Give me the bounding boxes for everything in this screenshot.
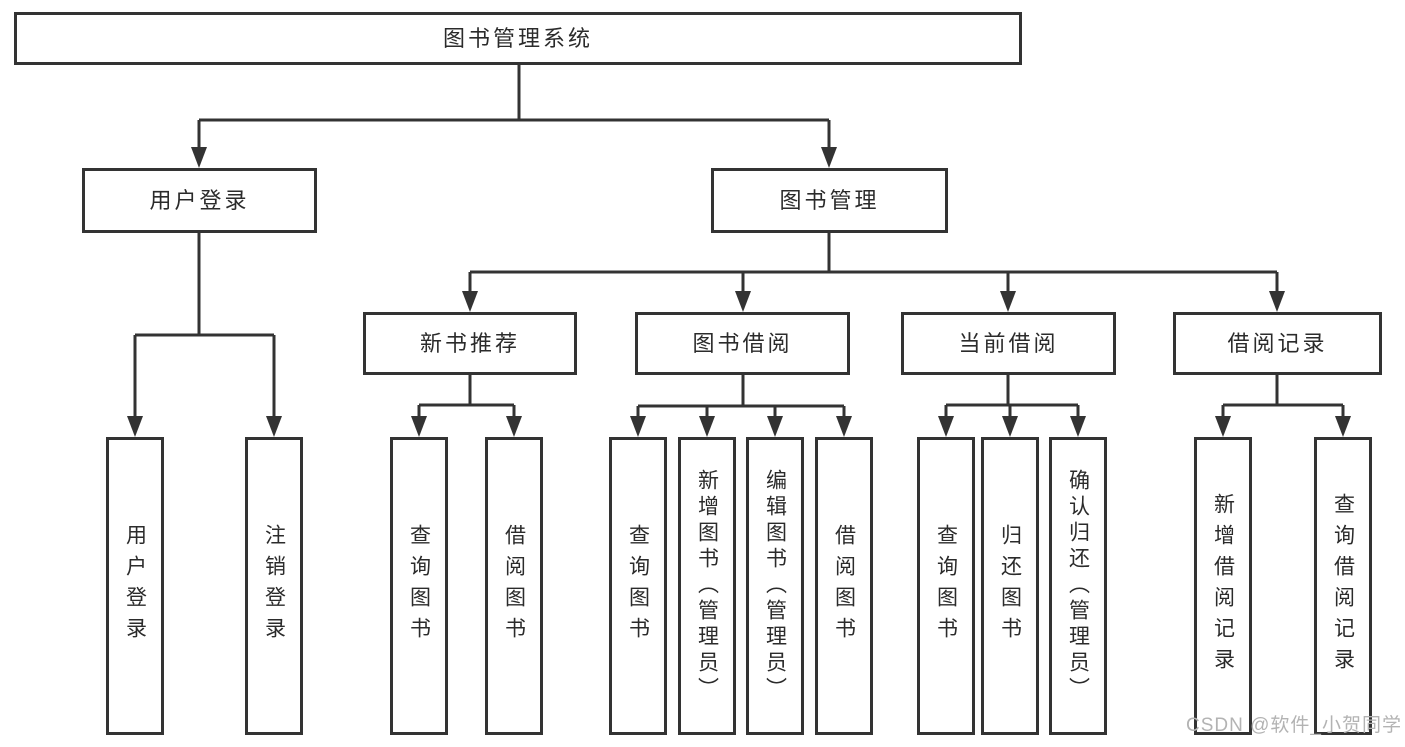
node-leaf-query-books-3: 查询图书 (917, 437, 975, 735)
node-leaf-edit-books-admin-label: 编辑图书（管理员） (763, 469, 787, 703)
node-borrowing-records-label: 借阅记录 (1227, 330, 1328, 356)
connector-user-login-children (133, 233, 276, 419)
node-current-borrowing-label: 当前借阅 (958, 330, 1059, 356)
arrowhead-icon (630, 416, 646, 437)
arrowhead-icon (836, 416, 852, 437)
node-leaf-return-books: 归还图书 (981, 437, 1039, 735)
node-leaf-borrow-books-2: 借阅图书 (815, 437, 873, 735)
arrowhead-icon (462, 291, 478, 312)
arrowhead-icon (1335, 416, 1351, 437)
node-book-borrowing-label: 图书借阅 (692, 330, 793, 356)
node-leaf-logout: 注销登录 (245, 437, 303, 735)
node-user-login: 用户登录 (82, 168, 317, 233)
node-leaf-confirm-return-admin-label: 确认归还（管理员） (1066, 469, 1090, 703)
arrowhead-icon (821, 147, 837, 168)
arrowhead-icon (767, 416, 783, 437)
node-leaf-query-books-3-label: 查询图书 (934, 524, 958, 648)
node-book-management: 图书管理 (711, 168, 948, 233)
node-current-borrowing: 当前借阅 (901, 312, 1116, 375)
arrowhead-icon (735, 291, 751, 312)
connector-borrow-record-children (1221, 375, 1345, 419)
arrowheads (127, 147, 1351, 437)
arrowhead-icon (506, 416, 522, 437)
csdn-watermark: CSDN @软件_小贺同学 (1186, 715, 1402, 736)
node-leaf-add-borrow-record-label: 新增借阅记录 (1211, 493, 1235, 679)
node-root-label: 图书管理系统 (442, 25, 593, 51)
arrowhead-icon (1215, 416, 1231, 437)
arrowhead-icon (411, 416, 427, 437)
node-leaf-query-borrow-record: 查询借阅记录 (1314, 437, 1372, 735)
node-new-book-recommend-label: 新书推荐 (419, 330, 520, 356)
node-user-login-label: 用户登录 (149, 187, 250, 213)
node-leaf-add-books-admin-label: 新增图书（管理员） (695, 469, 719, 703)
connector-current-borrow-children (944, 375, 1080, 419)
node-leaf-query-books-2-label: 查询图书 (626, 524, 650, 648)
node-leaf-logout-label: 注销登录 (262, 524, 286, 648)
node-leaf-query-borrow-record-label: 查询借阅记录 (1331, 493, 1355, 679)
connector-root-to-level2 (197, 65, 831, 150)
arrowhead-icon (1070, 416, 1086, 437)
node-leaf-query-books-1-label: 查询图书 (407, 524, 431, 648)
node-leaf-user-login-label: 用户登录 (123, 524, 147, 648)
node-leaf-confirm-return-admin: 确认归还（管理员） (1049, 437, 1107, 735)
arrowhead-icon (266, 416, 282, 437)
arrowhead-icon (699, 416, 715, 437)
connector-book-borrow-children (636, 375, 846, 419)
arrowhead-icon (191, 147, 207, 168)
node-book-borrowing: 图书借阅 (635, 312, 850, 375)
node-book-management-label: 图书管理 (779, 187, 880, 213)
connector-new-book-children (417, 375, 516, 419)
arrowhead-icon (127, 416, 143, 437)
node-leaf-return-books-label: 归还图书 (998, 524, 1022, 648)
node-leaf-edit-books-admin: 编辑图书（管理员） (746, 437, 804, 735)
node-leaf-query-books-2: 查询图书 (609, 437, 667, 735)
connector-book-mgmt-children (468, 233, 1279, 294)
node-borrowing-records: 借阅记录 (1173, 312, 1382, 375)
node-leaf-add-books-admin: 新增图书（管理员） (678, 437, 736, 735)
node-leaf-query-books-1: 查询图书 (390, 437, 448, 735)
arrowhead-icon (1002, 416, 1018, 437)
node-leaf-borrow-books-1: 借阅图书 (485, 437, 543, 735)
node-root: 图书管理系统 (14, 12, 1022, 65)
arrowhead-icon (1269, 291, 1285, 312)
node-new-book-recommend: 新书推荐 (363, 312, 577, 375)
node-leaf-user-login: 用户登录 (106, 437, 164, 735)
node-leaf-borrow-books-1-label: 借阅图书 (502, 524, 526, 648)
node-leaf-borrow-books-2-label: 借阅图书 (832, 524, 856, 648)
arrowhead-icon (1000, 291, 1016, 312)
arrowhead-icon (938, 416, 954, 437)
node-leaf-add-borrow-record: 新增借阅记录 (1194, 437, 1252, 735)
